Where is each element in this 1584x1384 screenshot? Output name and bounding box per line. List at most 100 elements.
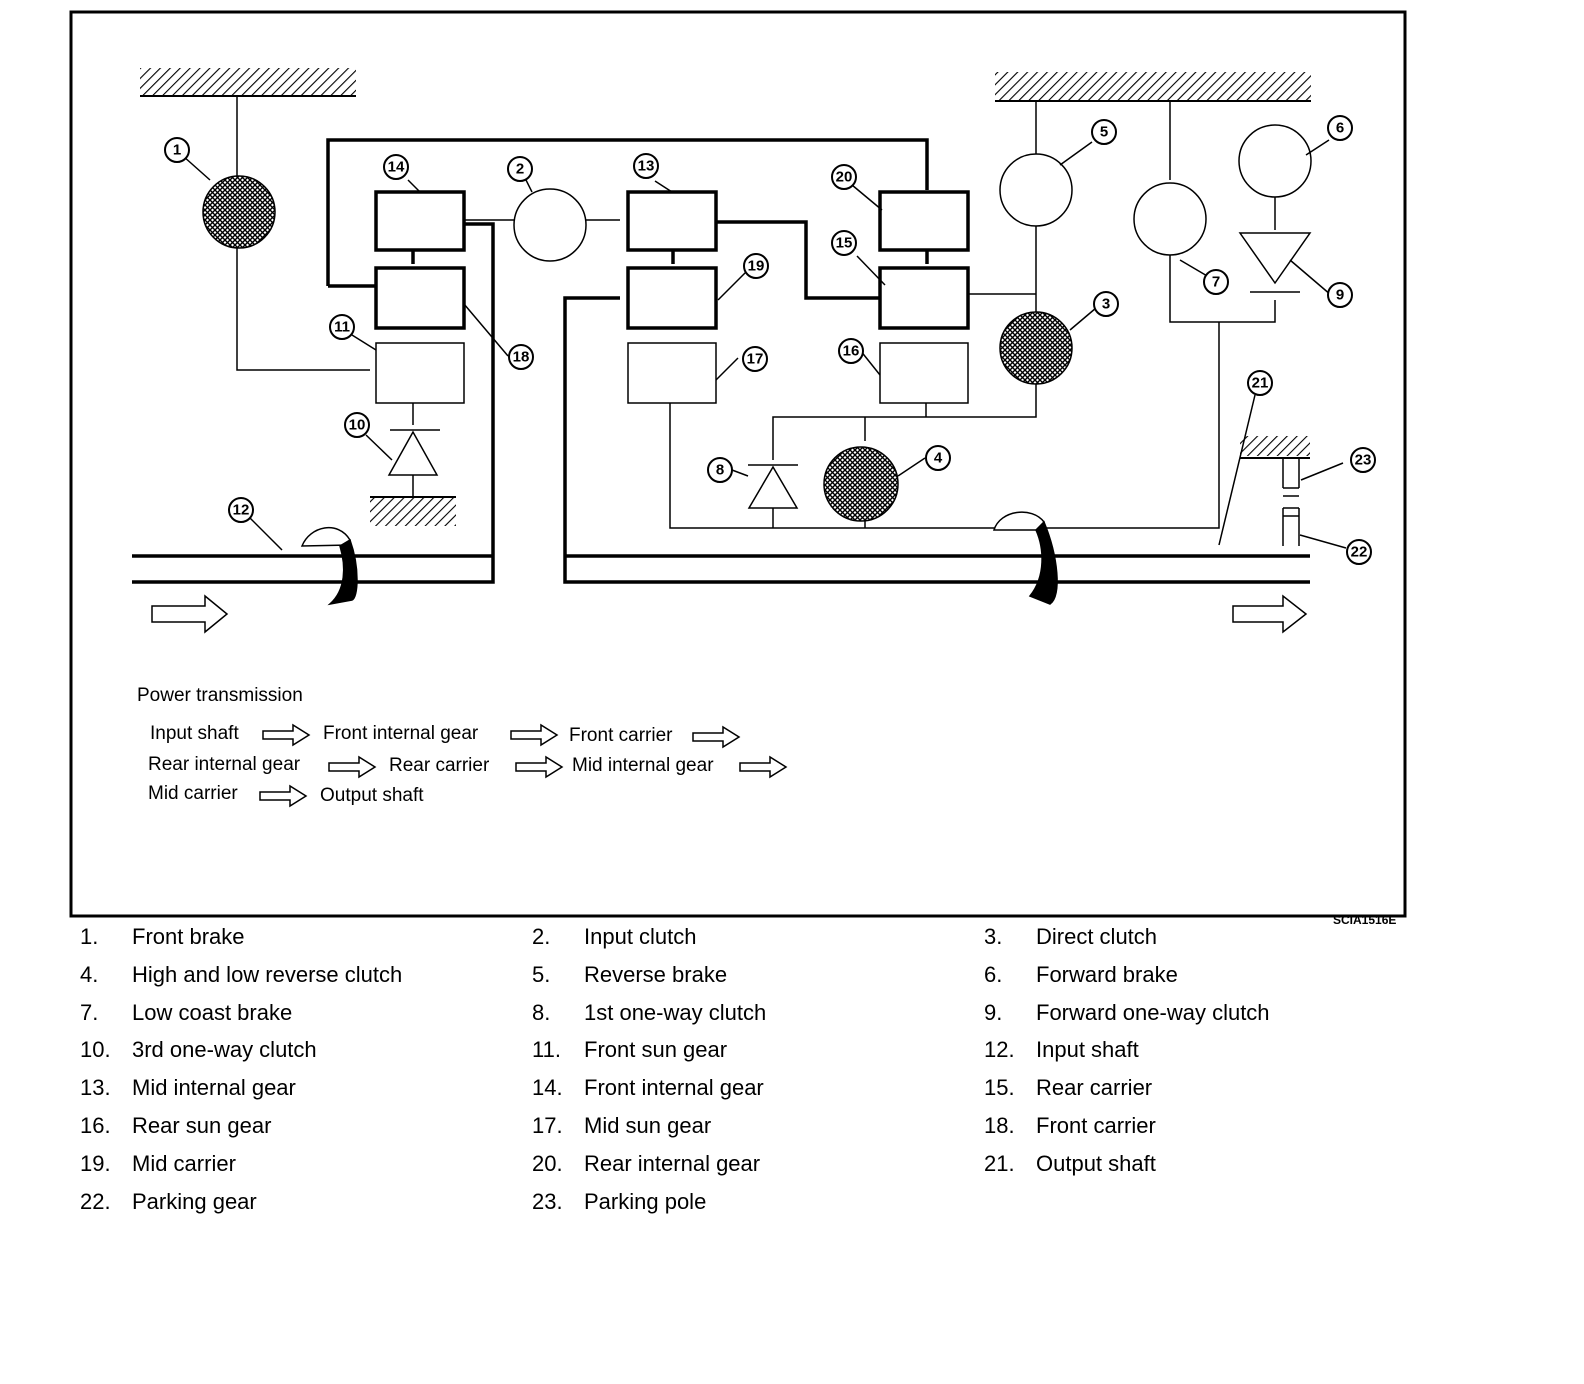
pt-arrow	[515, 755, 564, 779]
legend-number: 3.	[984, 924, 1003, 949]
svg-text:13: 13	[638, 158, 655, 175]
clutch-brake-circles	[202, 124, 1312, 522]
mid-carrier-box	[626, 266, 718, 330]
legend-label: Low coast brake	[132, 999, 293, 1025]
front-brake-circle	[202, 175, 276, 249]
legend-label: High and low reverse clutch	[132, 961, 403, 987]
legend-label: Input shaft	[1036, 1037, 1139, 1063]
legend-label: Mid internal gear	[132, 1075, 296, 1101]
legend-number: 11.	[532, 1037, 561, 1063]
rear-internal-gear-box	[878, 190, 970, 252]
input-direction-arrow	[151, 594, 229, 634]
legend-number: 10.	[80, 1037, 111, 1063]
legend-number: 23.	[532, 1188, 563, 1214]
svg-text:10: 10	[349, 417, 366, 434]
mid-internal-gear-box	[626, 190, 718, 252]
pt-item-input-shaft: Input shaft	[150, 723, 239, 744]
svg-text:1: 1	[173, 142, 181, 159]
legend-label: Forward one-way clutch	[1036, 999, 1270, 1025]
legend-number: 20.	[532, 1150, 563, 1176]
legend-label: Mid carrier	[132, 1150, 236, 1176]
legend-number: 19.	[80, 1150, 111, 1176]
svg-text:7: 7	[1212, 274, 1220, 291]
svg-text:5: 5	[1100, 124, 1108, 141]
legend-number: 1.	[80, 924, 99, 949]
svg-text:21: 21	[1252, 375, 1269, 392]
legend-label: Front sun gear	[584, 1037, 728, 1063]
pt-item-rear-internal-gear: Rear internal gear	[148, 754, 301, 775]
housing-hatch-left	[140, 68, 356, 97]
pt-item-front-carrier: Front carrier	[569, 725, 673, 746]
figure-code: SCIA1516E	[1333, 913, 1396, 927]
pt-item-output-shaft: Output shaft	[320, 785, 424, 806]
callout-16: 16	[838, 338, 864, 364]
legend-number: 9.	[984, 999, 1003, 1025]
forward-one-way-clutch-symbol	[1238, 232, 1312, 293]
legend-number: 6.	[984, 961, 1003, 987]
svg-text:8: 8	[716, 462, 724, 479]
legend-label: 3rd one-way clutch	[132, 1037, 317, 1063]
svg-text:6: 6	[1336, 120, 1344, 137]
legend-label: Reverse brake	[584, 961, 728, 987]
callout-2: 2	[507, 156, 533, 182]
callout-23: 23	[1350, 447, 1376, 473]
direct-clutch-circle	[999, 311, 1073, 385]
legend-label: Forward brake	[1036, 961, 1178, 987]
legend-label: Front brake	[132, 924, 245, 949]
legend-number: 4.	[80, 961, 99, 987]
legend-number: 16.	[80, 1113, 111, 1138]
reverse-brake-circle	[999, 153, 1073, 227]
first-one-way-clutch-symbol	[747, 464, 799, 509]
rotation-arrow-output	[992, 511, 1058, 605]
high-low-reverse-clutch-circle	[823, 446, 899, 522]
front-sun-gear-box	[375, 342, 465, 404]
callout-6: 6	[1327, 115, 1353, 141]
legend-number: 14.	[532, 1075, 563, 1101]
callout-21: 21	[1247, 370, 1273, 396]
legend-label: Parking pole	[584, 1188, 707, 1214]
legend-number: 2.	[532, 924, 551, 949]
svg-text:4: 4	[934, 450, 943, 467]
callout-9: 9	[1327, 282, 1353, 308]
power-transmission-title: Power transmission	[137, 685, 303, 706]
legend-number: 5.	[532, 961, 551, 987]
legend-label: Output shaft	[1036, 1150, 1156, 1176]
svg-text:20: 20	[836, 169, 853, 186]
pt-item-rear-carrier: Rear carrier	[389, 755, 490, 776]
thin-connections	[236, 96, 1300, 546]
legend-number: 17.	[532, 1113, 563, 1138]
one-way-clutches	[387, 232, 1312, 509]
legend-label: Rear carrier	[1036, 1075, 1153, 1101]
pt-arrow	[739, 755, 788, 779]
housing-hatch-right	[995, 72, 1311, 102]
gear-boxes	[374, 190, 970, 404]
low-coast-brake-circle	[1133, 182, 1207, 256]
power-flow-diagram: 1 2 3 4 5 6 7 8 9 10 11 12 13 14 15 16 1…	[69, 10, 1407, 927]
callout-11: 11	[329, 314, 355, 340]
callout-19: 19	[743, 253, 769, 279]
svg-text:12: 12	[233, 502, 250, 519]
legend-label: 1st one-way clutch	[584, 999, 767, 1025]
callout-17: 17	[742, 346, 768, 372]
legend-label: Front internal gear	[584, 1075, 764, 1101]
callout-14: 14	[383, 154, 409, 180]
pt-item-mid-internal-gear: Mid internal gear	[572, 755, 714, 776]
svg-text:18: 18	[513, 349, 530, 366]
front-internal-gear-box	[374, 190, 466, 252]
thick-connections	[132, 138, 1310, 584]
legend-number: 13.	[80, 1075, 111, 1101]
legend-label: Mid sun gear	[584, 1113, 712, 1138]
svg-text:22: 22	[1351, 544, 1368, 561]
legend-number: 18.	[984, 1113, 1015, 1138]
callout-10: 10	[344, 412, 370, 438]
pt-arrow	[262, 723, 311, 747]
svg-text:19: 19	[748, 258, 765, 275]
callout-7: 7	[1203, 269, 1229, 295]
third-one-way-clutch-symbol	[387, 429, 440, 476]
callout-22: 22	[1346, 539, 1372, 565]
callout-leaders	[182, 139, 1347, 551]
legend-number: 7.	[80, 999, 99, 1025]
legend-label: Parking gear	[132, 1188, 257, 1214]
callout-8: 8	[707, 457, 733, 483]
legend-label: Direct clutch	[1036, 924, 1158, 949]
